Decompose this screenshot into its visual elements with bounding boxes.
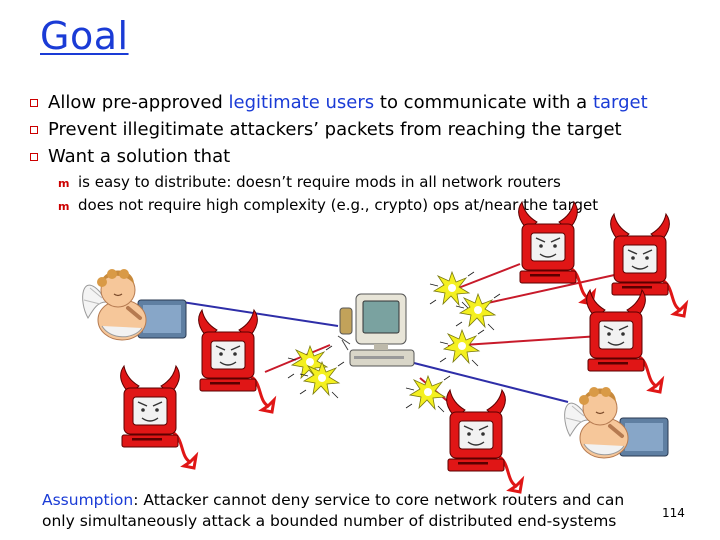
attack-arrow xyxy=(473,271,629,307)
bullet-marker-icon xyxy=(30,99,38,107)
user-arrow xyxy=(409,361,569,403)
assumption-line1: : Attacker cannot deny service to core n… xyxy=(133,491,625,509)
spark-icon xyxy=(439,329,485,367)
highlight-legitimate-users: legitimate users xyxy=(228,92,375,113)
bullet-want: Want a solution that xyxy=(26,146,648,173)
devil-attacker-icon xyxy=(445,388,524,494)
devil-attacker-icon xyxy=(197,308,276,414)
subbullet-text: does not require high complexity (e.g., … xyxy=(78,196,599,214)
attack-arrow xyxy=(264,344,331,373)
assumption-text: Assumption: Attacker cannot deny service… xyxy=(42,490,702,532)
subbullet-easy: m is easy to distribute: doesn’t require… xyxy=(26,173,648,196)
page-number: 114 xyxy=(662,506,685,520)
slide-title: Goal xyxy=(40,14,129,58)
sub-bullet-marker-icon: m xyxy=(58,177,70,190)
target-computer-icon xyxy=(337,293,415,367)
bullet-marker-icon xyxy=(30,126,38,134)
bullet-text: Allow pre-approved xyxy=(48,92,229,113)
devil-attacker-icon xyxy=(585,288,664,394)
bullet-marker-icon xyxy=(30,153,38,161)
spark-icon xyxy=(405,375,451,413)
bullet-allow: Allow pre-approved legitimate users to c… xyxy=(26,92,648,119)
assumption-label: Assumption xyxy=(42,491,134,509)
cupid-user-icon xyxy=(562,385,670,460)
devil-attacker-icon xyxy=(119,364,198,470)
bullet-text: Prevent illegitimate attackers’ packets … xyxy=(48,119,622,140)
subbullet-text: is easy to distribute: doesn’t require m… xyxy=(78,173,561,191)
user-arrow xyxy=(181,301,339,327)
bullet-list: Allow pre-approved legitimate users to c… xyxy=(26,92,648,219)
devil-attacker-icon xyxy=(609,212,688,318)
attack-arrow xyxy=(447,335,601,347)
bullet-text: to communicate with a xyxy=(374,92,593,113)
bullet-prevent: Prevent illegitimate attackers’ packets … xyxy=(26,119,648,146)
cupid-user-icon xyxy=(80,267,188,342)
assumption-line2: only simultaneously attack a bounded num… xyxy=(42,512,617,530)
bullet-text: Want a solution that xyxy=(48,146,231,167)
sub-bullet-marker-icon: m xyxy=(58,200,70,213)
highlight-target: target xyxy=(592,92,648,113)
spark-icon xyxy=(455,293,501,331)
subbullet-complexity: m does not require high complexity (e.g.… xyxy=(26,196,648,219)
